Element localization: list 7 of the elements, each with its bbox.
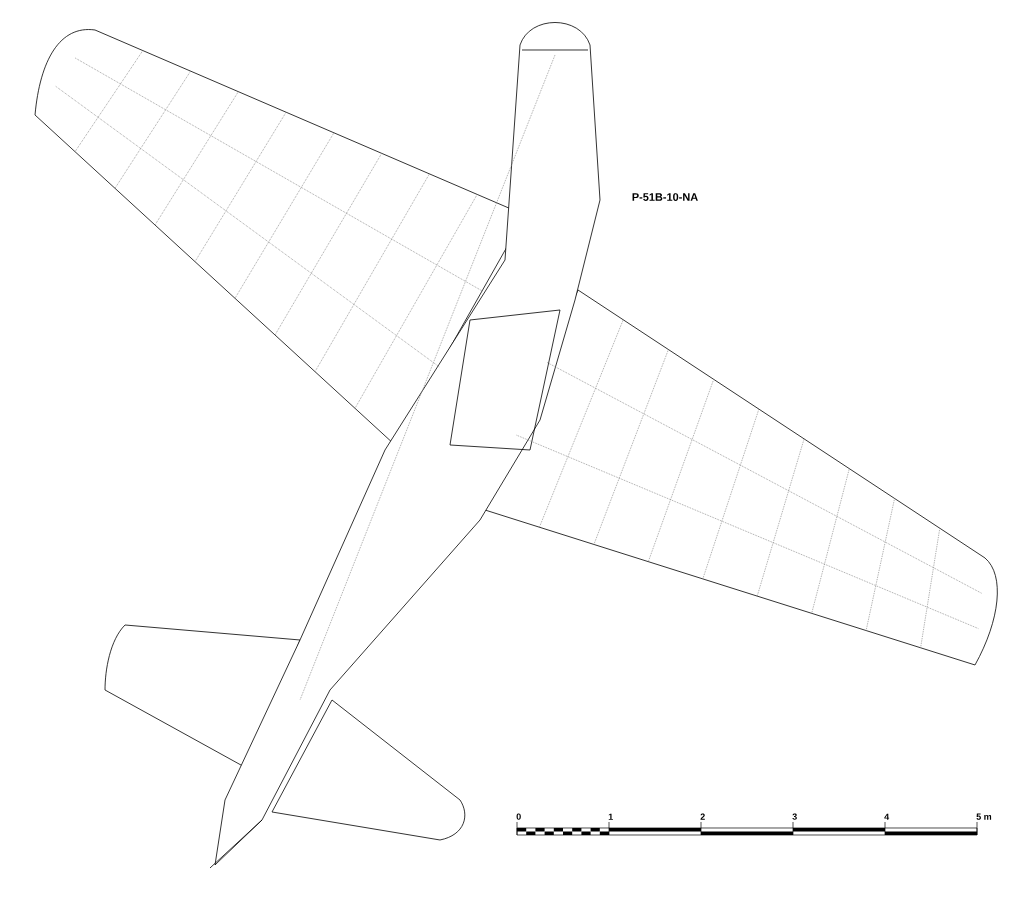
scale-label: 4 <box>884 813 890 820</box>
scale-label: 2 <box>700 813 705 820</box>
title: P-51B-10-NA <box>632 193 698 201</box>
scale-label: 1 <box>608 813 613 820</box>
scale-label: 5 m <box>976 813 992 820</box>
scale-label: 3 <box>792 813 797 820</box>
scale-label: 0 <box>516 813 521 820</box>
